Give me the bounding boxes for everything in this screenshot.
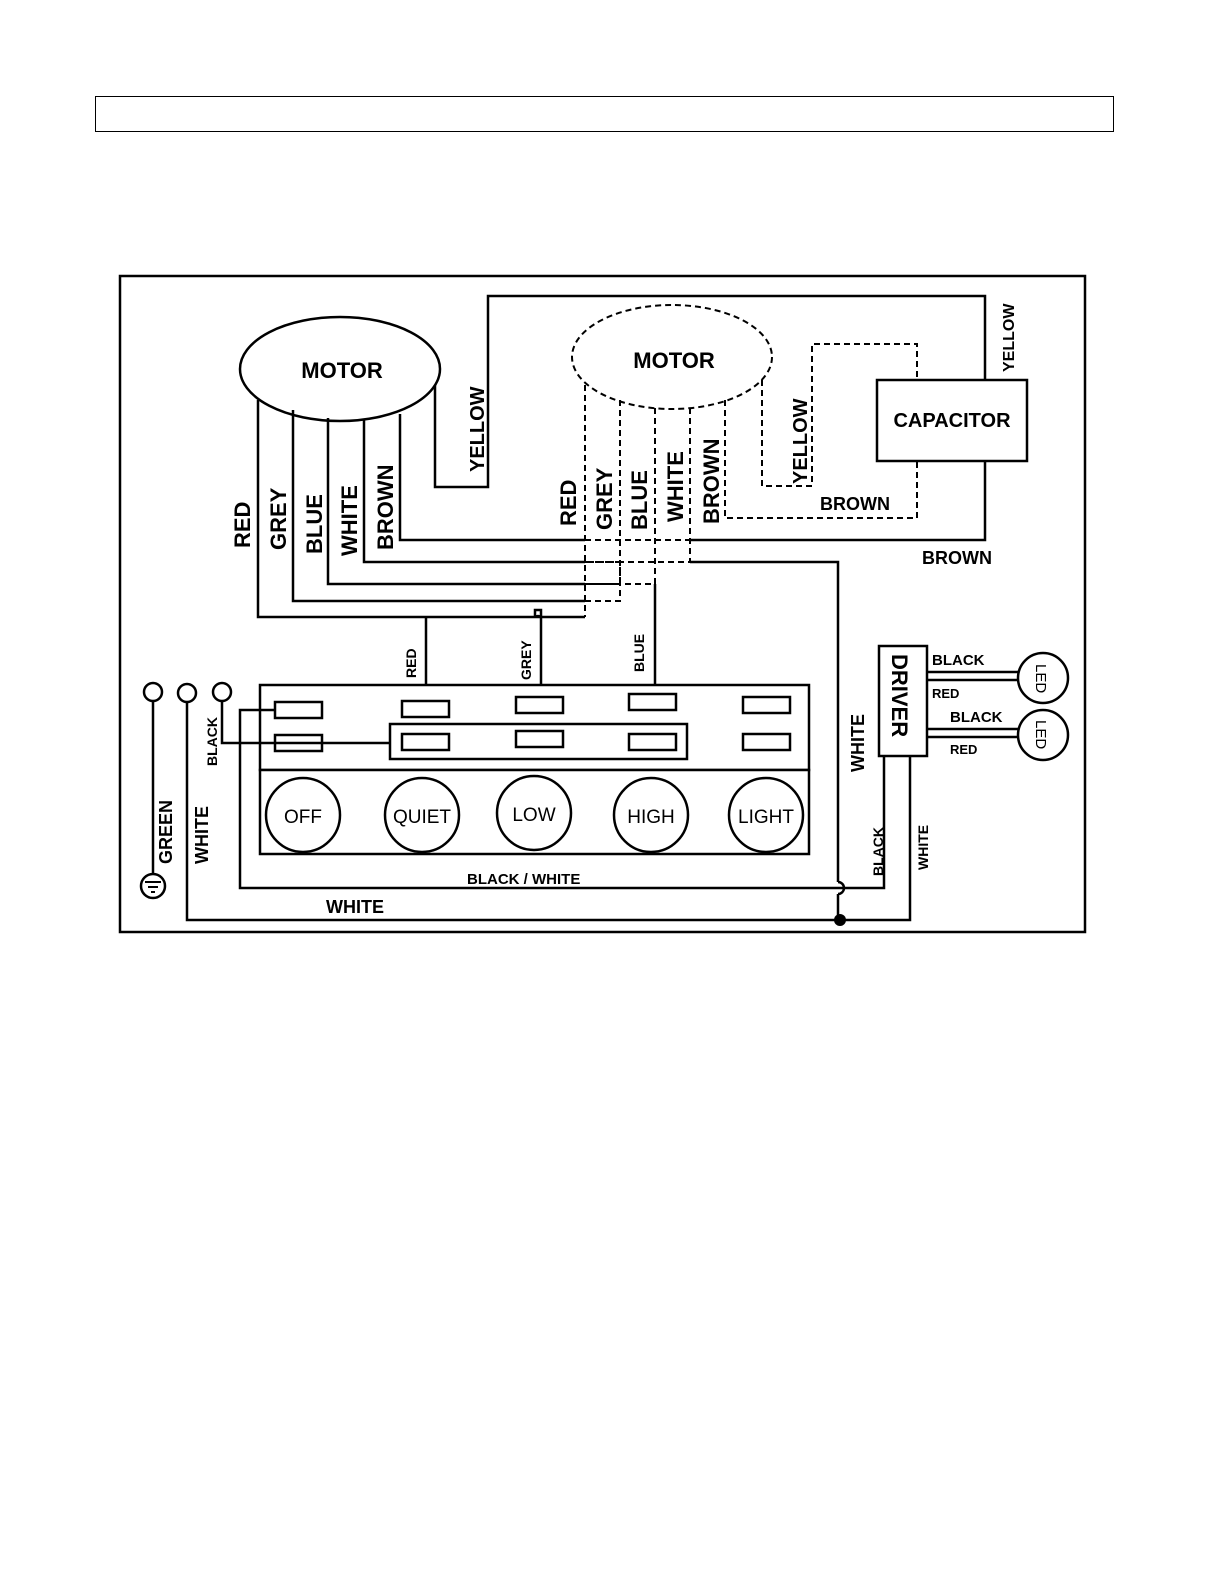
motor-1-blue-label: BLUE [302, 494, 327, 554]
off-button-label: OFF [284, 807, 322, 828]
supply-white-label: WHITE [192, 806, 212, 864]
led-1-red-label: RED [932, 686, 959, 701]
quiet-button-label: QUIET [393, 807, 451, 828]
motor-2-label: MOTOR [633, 348, 715, 373]
motor-2-red-label: RED [556, 480, 581, 526]
low-button-label: LOW [512, 805, 555, 826]
supply-black-label: BLACK [204, 717, 220, 766]
motor-1-brown-label: BROWN [373, 464, 398, 550]
high-button[interactable]: HIGH [614, 778, 688, 852]
terminal [743, 697, 790, 713]
supply-terminal-white [178, 684, 196, 702]
terminal [629, 694, 676, 710]
off-button[interactable]: OFF [266, 778, 340, 852]
motor-1-yellow-label: YELLOW [467, 386, 489, 472]
motor-1-grey-label: GREY [266, 487, 291, 550]
terminal [629, 734, 676, 750]
motor-2-brown-label: BROWN [699, 438, 724, 524]
switch-blue-label: BLUE [631, 634, 647, 672]
terminal [402, 734, 449, 750]
low-button[interactable]: LOW [497, 776, 571, 850]
motor-1-blue-wire [328, 418, 585, 584]
grey-crossover [535, 616, 541, 617]
motor-2-white-label: WHITE [663, 451, 688, 522]
capacitor-yellow-label: YELLOW [1001, 303, 1018, 372]
terminal [516, 731, 563, 747]
supply-terminal-black [213, 683, 231, 701]
green-label: GREEN [156, 800, 176, 864]
driver-label: DRIVER [887, 654, 912, 737]
switch-grey-wire [535, 610, 541, 695]
motor-2-junction-1 [585, 562, 620, 584]
led-2-red-label: RED [950, 742, 977, 757]
driver-white-out-label: WHITE [915, 825, 931, 870]
capacitor-brown-label: BROWN [922, 548, 992, 568]
supply-terminal-green [144, 683, 162, 701]
terminal [402, 701, 449, 717]
led-2-black-label: BLACK [950, 709, 1003, 726]
quiet-button[interactable]: QUIET [385, 778, 459, 852]
motor-2-yellow-label: YELLOW [790, 398, 812, 484]
led-1-label: LED [1032, 664, 1049, 693]
driver-black-label: BLACK [870, 827, 886, 876]
high-button-label: HIGH [627, 807, 675, 828]
driver-white-label: WHITE [848, 714, 868, 772]
terminal [275, 702, 322, 718]
motor-2-brown-cap-label: BROWN [820, 494, 890, 514]
light-button[interactable]: LIGHT [729, 778, 803, 852]
switch-grey-label: GREY [518, 640, 534, 680]
terminal [516, 697, 563, 713]
motor-1-red-label: RED [230, 502, 255, 548]
motor-1-label: MOTOR [301, 358, 383, 383]
capacitor-label: CAPACITOR [893, 410, 1011, 432]
motor-2-blue-label: BLUE [627, 470, 652, 530]
light-button-label: LIGHT [738, 807, 794, 828]
led-2-label: LED [1032, 720, 1049, 749]
junction-dot [834, 914, 846, 926]
led-1-black-label: BLACK [932, 652, 985, 669]
terminal [743, 734, 790, 750]
bottom-black-white-label: BLACK / WHITE [467, 871, 580, 888]
bottom-white-label: WHITE [326, 897, 384, 917]
motor-2-grey-label: GREY [592, 467, 617, 530]
switch-red-label: RED [403, 648, 419, 678]
motor-1-white-label: WHITE [337, 485, 362, 556]
